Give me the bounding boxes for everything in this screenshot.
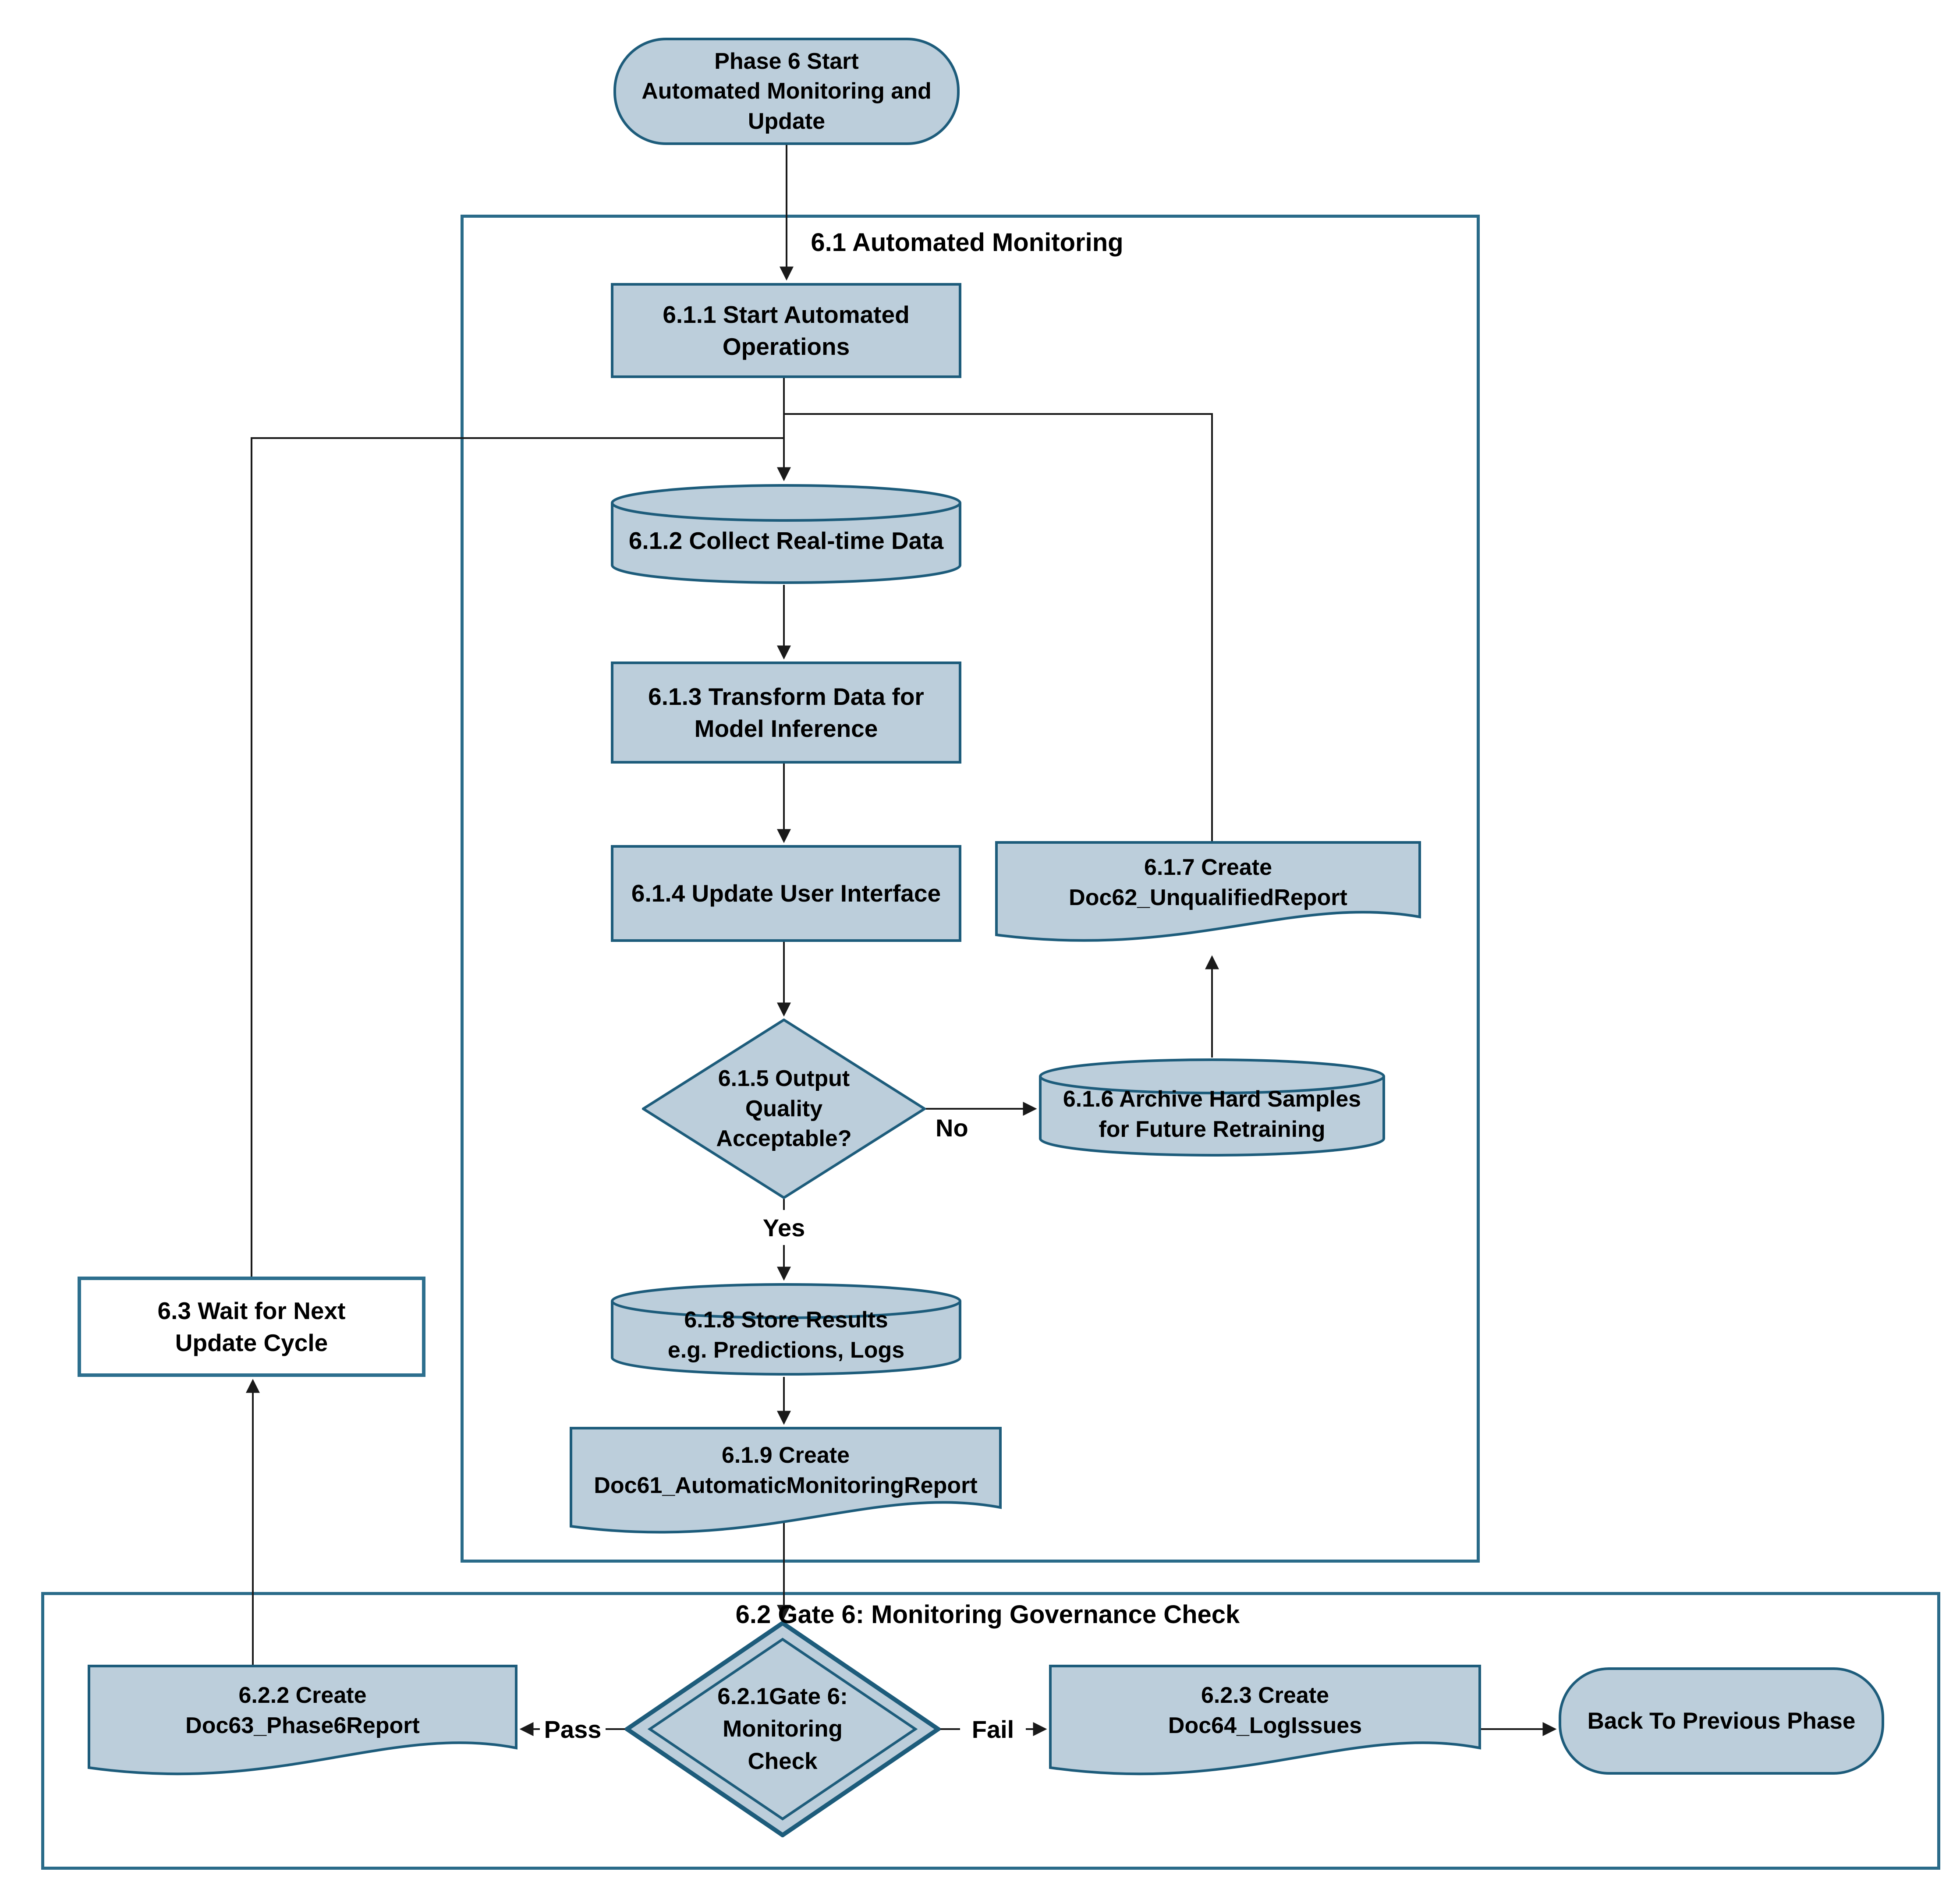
node-6-1-1-label: 6.1.1 Start Automated Operations [663,301,910,360]
section-6-1-automated-monitoring [461,215,1480,1563]
edge-6-1-7-loopback [784,413,1213,841]
node-6-1-8-label: 6.1.8 Store Results e.g. Predictions, Lo… [667,1307,905,1363]
node-6-1-3-transform-data [611,662,961,764]
node-6-3-wait-next-cycle [78,1277,425,1377]
cylinder-shape-6-1-2 [611,484,961,584]
section-6-1-title: 6.1 Automated Monitoring [811,228,1124,257]
document-shape-6-2-3 [1049,1665,1481,1776]
node-6-2-1-label: 6.2.1Gate 6: Monitoring Check [717,1683,848,1775]
cylinder-shape-6-1-6 [1039,1058,1385,1157]
edge-label-fail: Fail [960,1712,1026,1747]
document-shape-6-1-9 [570,1427,1002,1534]
edge-label-no: No [936,1114,968,1142]
node-6-1-1-start-automated-operations [611,283,961,378]
node-start-phase6-label: Phase 6 Start Automated Monitoring and U… [642,48,932,134]
edge-label-pass: Pass [540,1712,606,1747]
node-back-label: Back To Previous Phase [1587,1708,1856,1734]
node-6-1-6-label: 6.1.6 Archive Hard Samples for Future Re… [1063,1086,1361,1142]
gate-diamond-shape-6-2-1 [625,1621,940,1837]
edge-6-3-loopback [251,437,784,1277]
diamond-shape-6-1-5 [642,1019,926,1199]
node-start-phase6-terminator [613,38,960,145]
node-6-1-9-label: 6.1.9 Create Doc61_AutomaticMonitoringRe… [594,1443,978,1498]
node-6-2-2-label: 6.2.2 Create Doc63_Phase6Report [185,1683,420,1738]
node-6-1-3-label: 6.1.3 Transform Data for Model Inference [648,683,924,742]
edge-label-yes: Yes [755,1210,813,1245]
node-6-1-2-label: 6.1.2 Collect Real-time Data [628,527,944,554]
document-shape-6-2-2 [88,1665,517,1776]
node-6-2-3-label: 6.2.3 Create Doc64_LogIssues [1168,1683,1362,1738]
node-back-to-previous-phase [1559,1667,1884,1775]
node-6-1-4-update-ui [611,845,961,942]
node-6-3-label: 6.3 Wait for Next Update Cycle [157,1297,346,1356]
node-6-1-5-label: 6.1.5 Output Quality Acceptable? [716,1066,852,1152]
node-6-1-4-label: 6.1.4 Update User Interface [631,880,941,907]
node-6-1-7-label: 6.1.7 Create Doc62_UnqualifiedReport [1069,855,1347,910]
section-6-2-title: 6.2 Gate 6: Monitoring Governance Check [735,1600,1240,1629]
cylinder-shape-6-1-8 [611,1283,961,1376]
section-6-2-gate-check [41,1592,1940,1870]
document-shape-6-1-7 [995,841,1421,942]
